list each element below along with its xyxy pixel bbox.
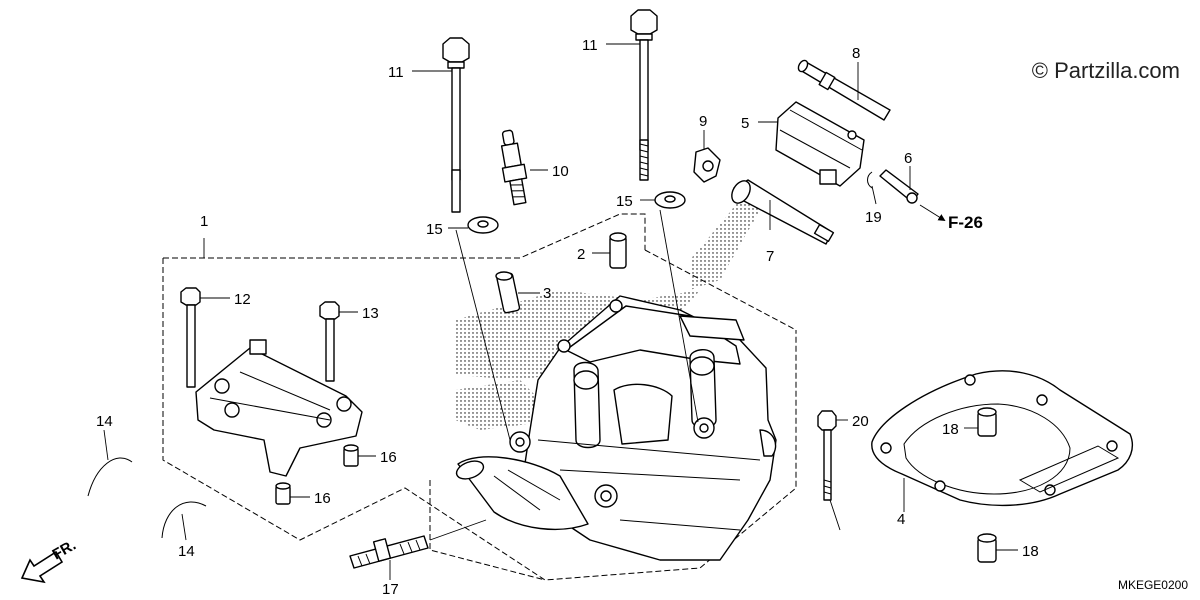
callout-10: 10 — [552, 163, 569, 180]
callout-9: 9 — [699, 113, 707, 130]
watermark: © Partzilla.com — [1031, 58, 1180, 83]
callout-7: 7 — [766, 248, 774, 265]
cam-holder — [195, 339, 363, 477]
clamp-9 — [693, 147, 721, 183]
washer-15-right — [654, 191, 686, 209]
dowel-16-b — [275, 482, 291, 505]
bolt-11-right — [630, 9, 658, 181]
callout-2: 2 — [577, 246, 585, 263]
dowel-16-a — [343, 444, 359, 467]
callout-4: 4 — [897, 511, 905, 528]
assembly-outline — [162, 213, 797, 581]
bolt-20 — [817, 410, 837, 501]
bolt-11-left — [442, 37, 470, 213]
leader-lines — [103, 43, 1018, 580]
callout-19: 19 — [865, 209, 882, 226]
gasket-4 — [871, 370, 1134, 507]
bolt-6 — [879, 169, 919, 204]
callout-11-left: 11 — [388, 64, 404, 81]
callout-14-top: 14 — [96, 413, 113, 430]
clip-14-b — [161, 501, 207, 539]
dowel-18-bottom — [977, 533, 997, 563]
callout-16-top: 16 — [380, 449, 397, 466]
callout-1: 1 — [200, 213, 208, 230]
stud-17 — [349, 535, 429, 569]
washer-15-left — [467, 216, 499, 234]
callout-12: 12 — [234, 291, 251, 308]
shaft-8 — [797, 59, 891, 121]
callout-3: 3 — [543, 285, 551, 302]
spark-plug-10 — [500, 129, 528, 206]
reference-f26: F-26 — [948, 213, 983, 232]
diagram-code: MKEGE0200 — [1117, 578, 1188, 592]
pin-7 — [731, 179, 835, 245]
front-arrow-icon: FR. — [20, 537, 79, 584]
callout-5: 5 — [741, 115, 749, 132]
callout-15-right: 15 — [616, 193, 633, 210]
guide-3 — [495, 271, 521, 314]
holder-5 — [775, 101, 865, 187]
guide-2 — [609, 232, 627, 269]
callout-16-bottom: 16 — [314, 490, 331, 507]
callout-18-top: 18 — [942, 421, 959, 438]
cylinder-head — [455, 295, 777, 561]
bolt-12 — [180, 287, 201, 388]
callout-6: 6 — [904, 150, 912, 167]
clip-19 — [867, 171, 873, 189]
callout-8: 8 — [852, 45, 860, 62]
callout-18-bottom: 18 — [1022, 543, 1039, 560]
dowel-18-top — [977, 407, 997, 437]
clip-14-a — [87, 457, 133, 497]
callout-17: 17 — [382, 581, 399, 598]
callout-13: 13 — [362, 305, 379, 322]
bolt-13 — [319, 301, 340, 382]
callout-14-bottom: 14 — [178, 543, 195, 560]
callout-20: 20 — [852, 413, 869, 430]
callout-labels: 1 2 3 4 5 6 7 8 9 10 11 11 12 13 14 14 1… — [96, 37, 1039, 598]
callout-11-right: 11 — [582, 37, 598, 54]
callout-15-left: 15 — [426, 221, 443, 238]
